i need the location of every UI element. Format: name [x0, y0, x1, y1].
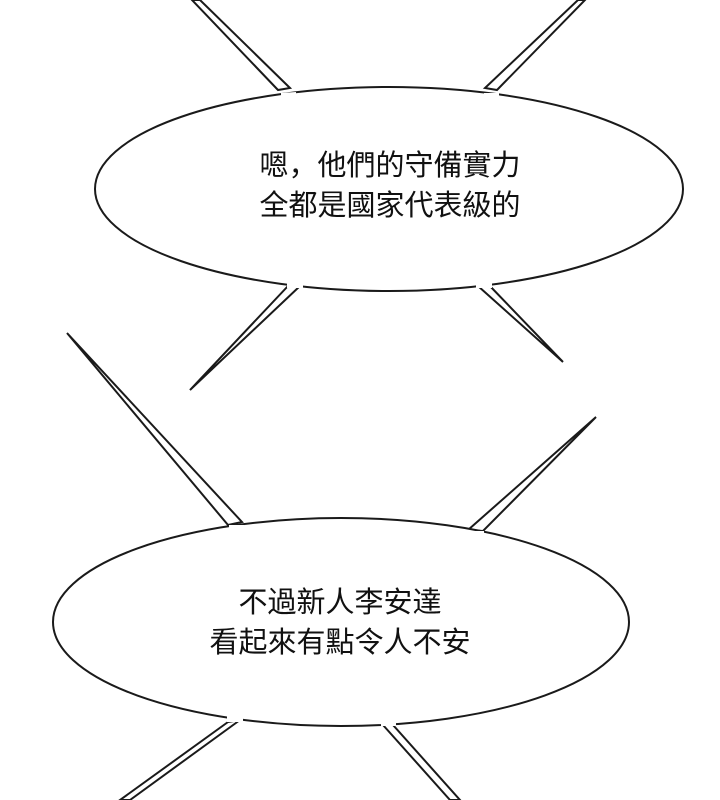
bubble-2-line-1: 不過新人李安達 — [238, 585, 442, 619]
bubble-1-text: 嗯，他們的守備實力 全都是國家代表級的 — [190, 145, 590, 225]
bubble-2-body — [52, 517, 630, 727]
bubble-2-spike-bottom-right — [380, 724, 462, 800]
bubble-2-spike-top-right — [465, 416, 597, 533]
bubble-1-spike-bottom-left — [189, 285, 303, 391]
bubble-1-line-1: 嗯，他們的守備實力 — [259, 148, 521, 182]
bubble-1-body — [94, 86, 684, 292]
bubble-2-spike-bottom-left — [118, 719, 241, 800]
bubble-2-text: 不過新人李安達 看起來有點令人不安 — [140, 582, 540, 662]
bubble-2-spike-top-left — [66, 332, 244, 527]
bubble-2-line-2: 看起來有點令人不安 — [209, 625, 471, 659]
bubble-1-spike-top-right — [482, 0, 587, 92]
bubble-1-spike-bottom-right — [475, 282, 564, 363]
bubble-1-spike-top-left — [190, 0, 293, 92]
bubble-1-line-2: 全都是國家代表級的 — [259, 188, 521, 222]
